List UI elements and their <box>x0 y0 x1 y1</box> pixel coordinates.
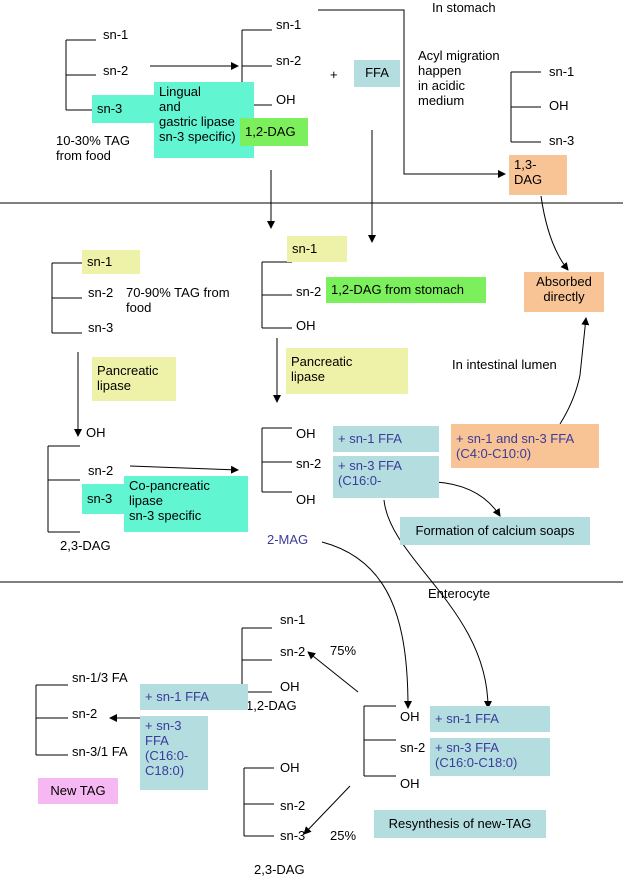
dag13-oh: OH <box>549 98 569 113</box>
pancreatic-lipase-left: Pancreatic lipase <box>92 357 176 401</box>
tag-lumen-structure <box>51 262 82 334</box>
dag23-enterocyte-oh: OH <box>280 760 300 775</box>
sn1-sn3-ffa-box: + sn-1 and sn-3 FFA (C4:0-C10:0) <box>451 424 599 468</box>
mag-enterocyte-structure <box>363 705 396 777</box>
dag23-lumen-label: 2,3-DAG <box>60 538 111 553</box>
dag23-lumen-sn2: sn-2 <box>88 463 114 478</box>
dag23-lumen-sn3: sn-3 <box>82 484 124 514</box>
tag-food-sn2: sn-2 <box>103 63 129 78</box>
arrow-75pct <box>307 651 359 693</box>
tag-lumen-sn1: sn-1 <box>82 250 140 274</box>
mag-enterocyte-oh1: OH <box>400 709 420 724</box>
mag-lumen-label: 2-MAG <box>267 532 309 547</box>
ffa-box: FFA <box>354 60 400 87</box>
dag13-label: 1,3- DAG <box>509 155 567 195</box>
lumen-sn1-ffa: + sn-1 FFA <box>333 426 439 452</box>
region-label-stomach: In stomach <box>432 0 496 15</box>
dag23-enterocyte-sn2: sn-2 <box>280 798 306 813</box>
dag12-stomach-sn1: sn-1 <box>276 17 302 32</box>
dag12-lumen-structure <box>261 261 292 329</box>
region-label-enterocyte: Enterocyte <box>428 586 491 601</box>
arrow-23dag-to-mag <box>129 465 239 474</box>
dag12-stomach-oh: OH <box>276 92 296 107</box>
tag-lumen-sn3: sn-3 <box>88 320 114 335</box>
mag-lumen-oh3: OH <box>296 492 316 507</box>
arrow-calcium-soaps <box>435 481 501 517</box>
dag12-lumen-sn1: sn-1 <box>287 236 347 262</box>
enterocyte-sn1-ffa: + sn-1 FFA <box>430 706 550 732</box>
mag-lumen-structure <box>261 427 292 493</box>
mag-lumen-sn2: sn-2 <box>296 456 322 471</box>
lumen-sn3-ffa: + sn-3 FFA (C16:0- <box>333 456 439 498</box>
plus-sign: + <box>330 67 338 82</box>
dag12-stomach-sn2: sn-2 <box>276 53 302 68</box>
new-tag-structure <box>35 684 68 756</box>
pct-75: 75% <box>330 643 357 658</box>
tag-food-sn1: sn-1 <box>103 27 129 42</box>
arrow-13dag-absorbed <box>540 195 569 271</box>
region-label-intestinal-lumen: In intestinal lumen <box>452 357 557 372</box>
new-tag-sn13: sn-1/3 FA <box>72 670 128 685</box>
arrow-mag-to-enterocyte <box>321 541 412 709</box>
acyl-migration-note: Acyl migration happen in acidic medium <box>418 48 500 108</box>
dag12-lumen-sn2: sn-2 <box>296 284 322 299</box>
mag-enterocyte-sn2: sn-2 <box>400 740 426 755</box>
arrow-25pct <box>303 785 351 835</box>
dag23-lumen-structure <box>47 445 80 533</box>
dag13-structure <box>510 71 541 143</box>
dag12-enterocyte-label: 1,2-DAG <box>246 698 297 713</box>
dag13-sn3: sn-3 <box>549 133 575 148</box>
new-tag-sn31: sn-3/1 FA <box>72 744 128 759</box>
mag-enterocyte-oh3: OH <box>400 776 420 791</box>
enterocyte-sn3-ffa: + sn-3 FFA (C16:0-C18:0) <box>430 738 550 776</box>
tag-lumen-caption: 70-90% TAG from food <box>126 285 230 315</box>
dag12-enterocyte-sn1: sn-1 <box>280 612 306 627</box>
co-pancreatic-lipase-box: Co-pancreatic lipase sn-3 specific <box>124 476 248 532</box>
dag12-enterocyte-oh: OH <box>280 679 300 694</box>
new-tag-sn2: sn-2 <box>72 706 98 721</box>
dag12-lumen-oh: OH <box>296 318 316 333</box>
dag12-enterocyte-structure <box>241 627 272 693</box>
dag12-stomach-label: 1,2-DAG <box>240 118 308 146</box>
pancreatic-lipase-right: Pancreatic lipase <box>286 348 408 394</box>
dag12-from-stomach-label: 1,2-DAG from stomach <box>326 277 486 303</box>
dag23-enterocyte-label: 2,3-DAG <box>254 862 305 877</box>
arrow-ffa-to-intestinal-lumen <box>559 317 590 425</box>
pct-25: 25% <box>330 828 357 843</box>
tag-food-caption: 10-30% TAG from food <box>56 133 130 163</box>
calcium-soaps-box: Formation of calcium soaps <box>400 517 590 545</box>
tag-lumen-sn2: sn-2 <box>88 285 114 300</box>
resynthesis-box: Resynthesis of new-TAG <box>374 810 546 838</box>
left-sn1-ffa: + sn-1 FFA <box>140 684 248 710</box>
tag-food-sn3: sn-3 <box>92 95 154 123</box>
new-tag-label: New TAG <box>38 778 118 804</box>
absorbed-directly-box: Absorbed directly <box>524 272 604 312</box>
dag23-enterocyte-structure <box>243 767 274 837</box>
dag23-lumen-oh: OH <box>86 425 106 440</box>
mag-lumen-oh1: OH <box>296 426 316 441</box>
dag12-enterocyte-sn2: sn-2 <box>280 644 306 659</box>
dag23-enterocyte-sn3: sn-3 <box>280 828 306 843</box>
left-sn3-ffa: + sn-3 FFA (C16:0- C18:0) <box>140 716 208 790</box>
dag13-sn1: sn-1 <box>549 64 575 79</box>
lingual-gastric-lipase-box: Lingual and gastric lipase sn-3 specific… <box>154 82 254 158</box>
